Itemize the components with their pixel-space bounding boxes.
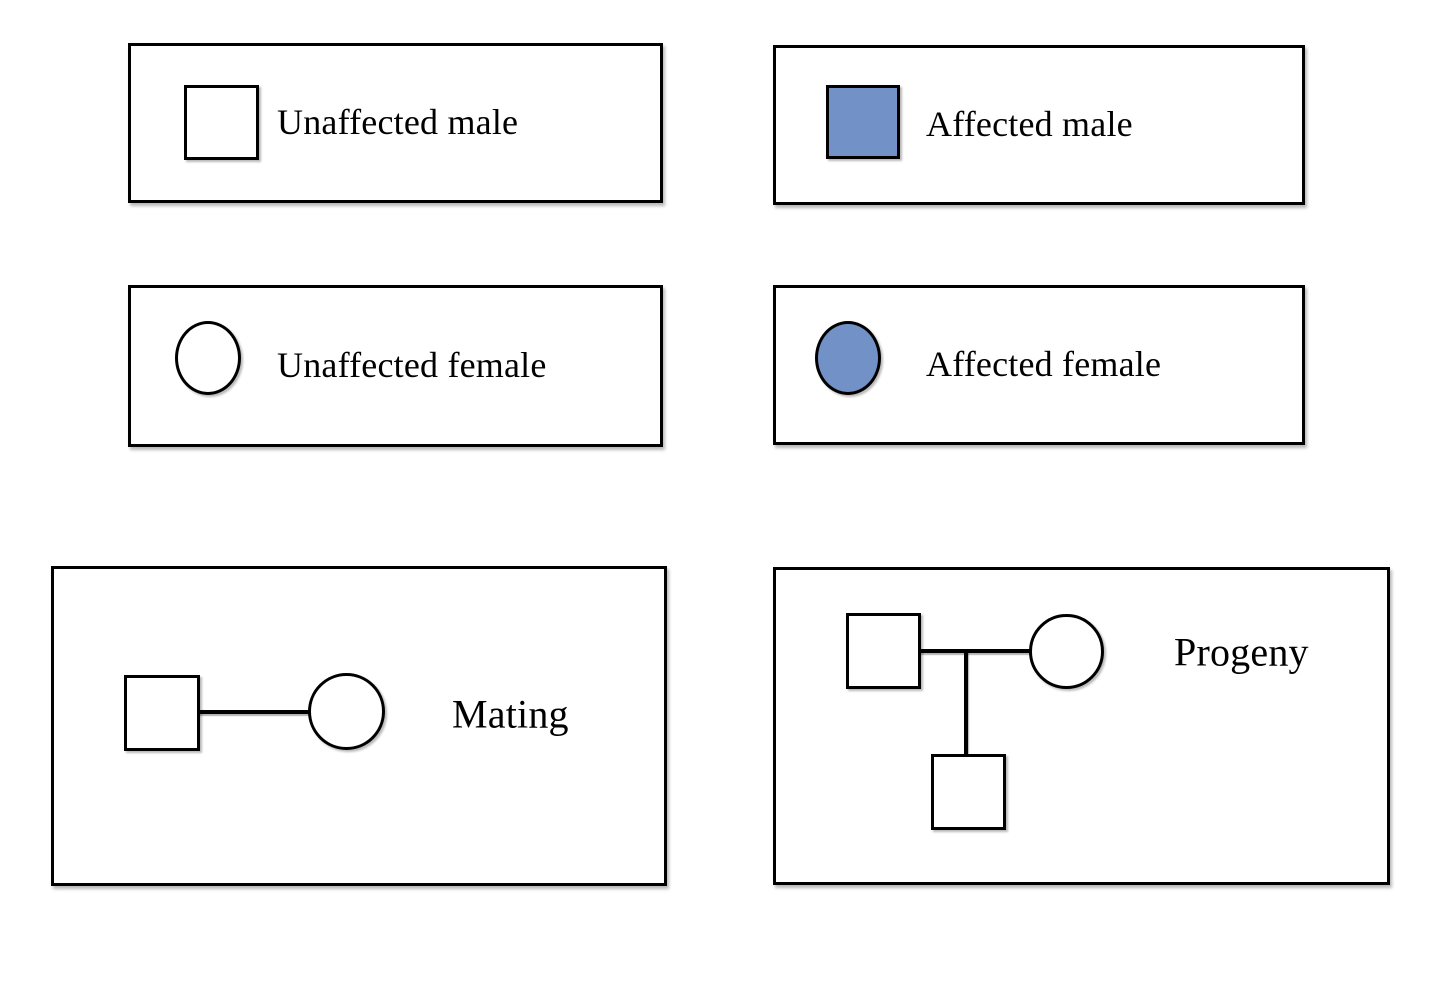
panel-unaffected-male: Unaffected male xyxy=(128,43,663,203)
panel-affected-male: Affected male xyxy=(773,45,1305,205)
mating-female-circle-icon xyxy=(308,673,385,750)
progeny-mating-line xyxy=(919,649,1031,653)
mating-label: Mating xyxy=(452,691,569,737)
unaffected-female-label: Unaffected female xyxy=(277,345,547,386)
mating-line xyxy=(198,710,309,714)
panel-unaffected-female: Unaffected female xyxy=(128,285,663,447)
panel-affected-female: Affected female xyxy=(773,285,1305,445)
progeny-descent-line xyxy=(964,651,968,755)
progeny-child-square-icon xyxy=(931,754,1006,830)
unaffected-female-circle-icon xyxy=(175,321,241,395)
progeny-label: Progeny xyxy=(1174,629,1309,675)
affected-male-square-icon xyxy=(826,85,900,159)
unaffected-male-label: Unaffected male xyxy=(277,102,519,143)
panel-progeny: Progeny xyxy=(773,567,1390,885)
affected-male-label: Affected male xyxy=(926,104,1133,145)
affected-female-circle-icon xyxy=(815,321,881,395)
unaffected-male-square-icon xyxy=(184,85,259,160)
panel-mating: Mating xyxy=(51,566,667,886)
progeny-father-square-icon xyxy=(846,613,921,689)
progeny-mother-circle-icon xyxy=(1029,614,1104,689)
mating-male-square-icon xyxy=(124,675,200,751)
affected-female-label: Affected female xyxy=(926,344,1162,385)
